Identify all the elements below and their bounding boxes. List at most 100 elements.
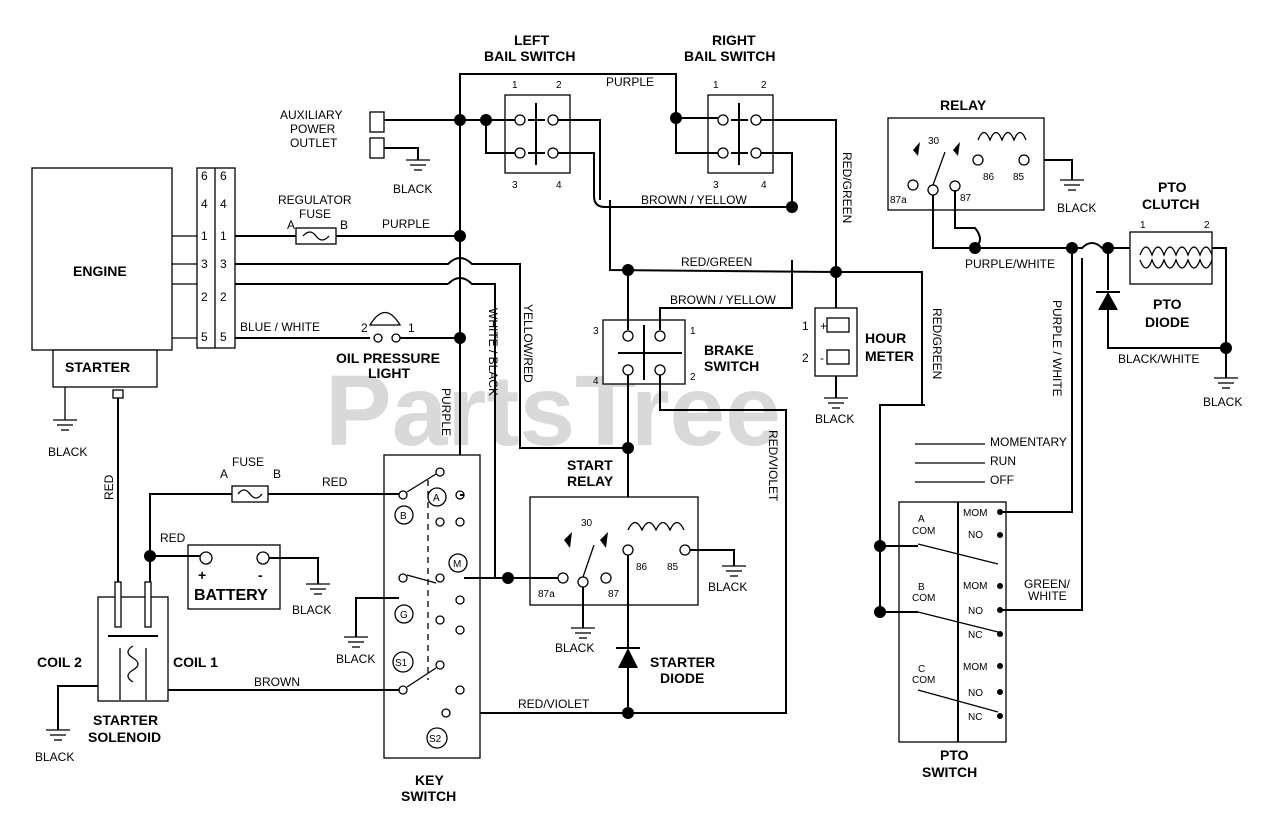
svg-text:REGULATOR: REGULATOR xyxy=(278,193,352,207)
svg-text:RED: RED xyxy=(160,531,186,545)
svg-text:PURPLE: PURPLE xyxy=(439,388,453,436)
svg-text:+: + xyxy=(820,319,827,333)
svg-text:BATTERY: BATTERY xyxy=(194,587,268,604)
svg-text:PTO: PTO xyxy=(1158,179,1187,195)
svg-text:BROWN: BROWN xyxy=(254,675,300,689)
svg-text:COIL 2: COIL 2 xyxy=(37,654,82,670)
brake-switch: 3 1 4 2 BRAKE SWITCH xyxy=(593,319,759,387)
svg-text:1: 1 xyxy=(512,80,518,91)
svg-text:A: A xyxy=(287,218,295,232)
svg-text:G: G xyxy=(400,610,408,621)
svg-text:85: 85 xyxy=(667,562,679,573)
svg-text:RED: RED xyxy=(102,474,116,500)
svg-text:B: B xyxy=(273,467,281,481)
svg-text:PURPLE: PURPLE xyxy=(606,75,654,89)
svg-text:KEY: KEY xyxy=(415,772,444,788)
svg-text:A: A xyxy=(918,514,925,525)
svg-text:RED/VIOLET: RED/VIOLET xyxy=(766,430,780,502)
left-bail-switch: 1 2 3 4 LEFT BAIL SWITCH xyxy=(484,32,576,191)
svg-text:85: 85 xyxy=(1013,172,1025,183)
svg-text:DIODE: DIODE xyxy=(660,670,704,686)
svg-text:BLACK: BLACK xyxy=(48,445,87,459)
svg-text:COM: COM xyxy=(912,526,935,537)
key-switch: A B M G S1 S2 KEY SWITCH xyxy=(383,454,481,804)
svg-text:START: START xyxy=(567,457,613,473)
svg-text:RED/VIOLET: RED/VIOLET xyxy=(518,697,590,711)
svg-text:RELAY: RELAY xyxy=(567,473,614,489)
svg-text:CLUTCH: CLUTCH xyxy=(1142,196,1200,212)
starter-label: STARTER xyxy=(65,359,130,375)
svg-text:1: 1 xyxy=(802,319,809,333)
svg-text:BLACK: BLACK xyxy=(815,412,854,426)
svg-text:5: 5 xyxy=(201,330,208,344)
svg-text:87: 87 xyxy=(608,589,620,600)
svg-text:C: C xyxy=(918,664,925,675)
svg-text:GREEN/: GREEN/ xyxy=(1024,577,1071,591)
svg-text:3: 3 xyxy=(713,180,719,191)
svg-text:BRAKE: BRAKE xyxy=(704,342,754,358)
svg-text:COM: COM xyxy=(912,675,935,686)
svg-text:RUN: RUN xyxy=(990,454,1016,468)
svg-text:BLACK: BLACK xyxy=(708,580,747,594)
pto-switch: MOMENTARY RUN OFF A COM B COM C COM MOM … xyxy=(898,435,1067,780)
svg-text:1: 1 xyxy=(408,321,415,335)
svg-text:A: A xyxy=(433,493,440,504)
svg-text:PURPLE / WHITE: PURPLE / WHITE xyxy=(1050,300,1064,397)
svg-text:NC: NC xyxy=(968,630,982,641)
svg-text:1: 1 xyxy=(1140,220,1146,231)
svg-text:PURPLE: PURPLE xyxy=(382,217,430,231)
svg-text:LIGHT: LIGHT xyxy=(368,365,410,381)
svg-text:STARTER: STARTER xyxy=(650,654,715,670)
svg-text:2: 2 xyxy=(556,80,562,91)
engine-connector: 6 6 4 4 1 1 3 3 2 2 5 5 xyxy=(196,167,236,349)
svg-text:2: 2 xyxy=(1204,220,1210,231)
svg-text:BLACK: BLACK xyxy=(393,182,432,196)
svg-text:FUSE: FUSE xyxy=(232,455,264,469)
svg-text:2: 2 xyxy=(220,290,227,304)
pto-clutch: PTO CLUTCH 1 2 xyxy=(1129,179,1213,285)
svg-text:1: 1 xyxy=(201,229,208,243)
start-relay: START RELAY 30 87a 87 86 85 xyxy=(529,457,699,606)
svg-text:30: 30 xyxy=(928,136,940,147)
svg-text:RELAY: RELAY xyxy=(940,97,987,113)
svg-text:S1: S1 xyxy=(395,658,408,669)
svg-text:1: 1 xyxy=(220,229,227,243)
svg-text:6: 6 xyxy=(220,169,227,183)
svg-text:NO: NO xyxy=(968,688,983,699)
svg-text:COM: COM xyxy=(912,593,935,604)
svg-text:BLACK: BLACK xyxy=(555,641,594,655)
svg-text:5: 5 xyxy=(220,330,227,344)
svg-text:OUTLET: OUTLET xyxy=(290,136,338,150)
svg-text:B: B xyxy=(918,582,925,593)
hour-meter: + - 1 2 HOUR METER xyxy=(802,307,914,377)
starter-solenoid: COIL 2 COIL 1 STARTER SOLENOID xyxy=(37,581,218,745)
svg-text:SWITCH: SWITCH xyxy=(401,788,456,804)
svg-text:BLACK: BLACK xyxy=(35,750,74,764)
svg-text:SWITCH: SWITCH xyxy=(704,358,759,374)
svg-text:-: - xyxy=(820,351,824,365)
svg-text:MOM: MOM xyxy=(963,662,987,673)
svg-text:NC: NC xyxy=(968,712,982,723)
svg-text:2: 2 xyxy=(361,321,368,335)
engine-label: ENGINE xyxy=(73,263,127,279)
svg-text:BLACK: BLACK xyxy=(336,652,375,666)
svg-text:3: 3 xyxy=(512,180,518,191)
svg-text:1: 1 xyxy=(713,80,719,91)
svg-text:87a: 87a xyxy=(890,195,907,206)
svg-text:30: 30 xyxy=(581,518,593,529)
svg-text:NO: NO xyxy=(968,606,983,617)
svg-text:B: B xyxy=(400,511,407,522)
svg-text:MOMENTARY: MOMENTARY xyxy=(990,435,1067,449)
svg-text:2: 2 xyxy=(201,290,208,304)
svg-text:2: 2 xyxy=(802,351,809,365)
svg-text:WHITE / BLACK: WHITE / BLACK xyxy=(486,308,500,396)
svg-text:3: 3 xyxy=(201,257,208,271)
svg-text:PTO: PTO xyxy=(1153,296,1182,312)
svg-text:86: 86 xyxy=(636,562,648,573)
svg-text:MOM: MOM xyxy=(963,508,987,519)
svg-text:+: + xyxy=(198,567,206,583)
svg-text:RED/GREEN: RED/GREEN xyxy=(840,152,854,223)
svg-text:BROWN / YELLOW: BROWN / YELLOW xyxy=(670,293,776,307)
svg-text:2: 2 xyxy=(690,372,696,383)
svg-text:MOM: MOM xyxy=(963,581,987,592)
